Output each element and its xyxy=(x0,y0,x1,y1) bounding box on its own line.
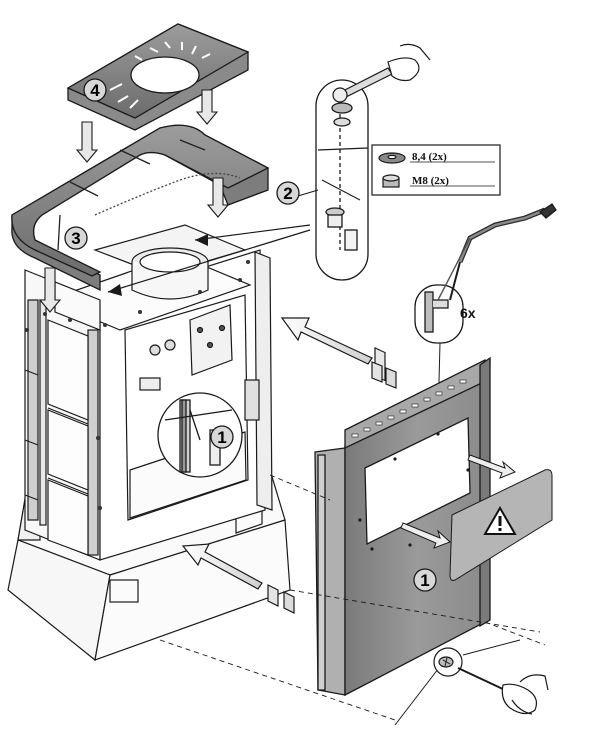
callout-step-3-label: 3 xyxy=(71,229,80,248)
callout-step-4-label: 4 xyxy=(90,81,100,100)
warning-icon xyxy=(483,505,517,535)
parts-list: 8,4 (2x) M8 (2x) xyxy=(371,144,501,196)
nut-icon xyxy=(382,174,400,188)
top-frame xyxy=(11,124,270,292)
screw-detail xyxy=(394,639,521,726)
guide-lines xyxy=(159,474,546,721)
panel-slots xyxy=(351,379,467,438)
hacksaw-icon xyxy=(437,203,557,301)
detail-circle-bracket xyxy=(157,392,243,478)
callout-step-2-label: 2 xyxy=(283,184,292,203)
top-plate xyxy=(66,23,250,131)
callout-step-4: 4 xyxy=(83,78,107,102)
top-plate-arrows xyxy=(75,89,219,163)
cut-quantity-label: 6x xyxy=(460,305,476,321)
callout-step-1-panel-label: 1 xyxy=(420,571,429,590)
detail-capsule-fastening xyxy=(315,79,369,281)
assembly-arrows xyxy=(181,317,397,614)
callout-step-1-detail-label: 1 xyxy=(217,428,226,447)
wrench-icon xyxy=(332,43,431,103)
washer-icon xyxy=(378,152,406,164)
nut-label: M8 (2x) xyxy=(412,175,449,187)
callout-step-1-detail: 1 xyxy=(210,425,234,449)
washer-label: 8,4 (2x) xyxy=(412,151,447,163)
front-panel xyxy=(314,356,491,697)
screwdriver-icon xyxy=(457,667,549,715)
callout-step-1-panel: 1 xyxy=(413,568,437,592)
slide-arrows xyxy=(400,454,516,549)
stove-body xyxy=(7,224,291,662)
callout-step-2: 2 xyxy=(107,181,319,296)
top-frame-arrows xyxy=(38,177,230,313)
callout-step-3: 3 xyxy=(64,226,88,250)
